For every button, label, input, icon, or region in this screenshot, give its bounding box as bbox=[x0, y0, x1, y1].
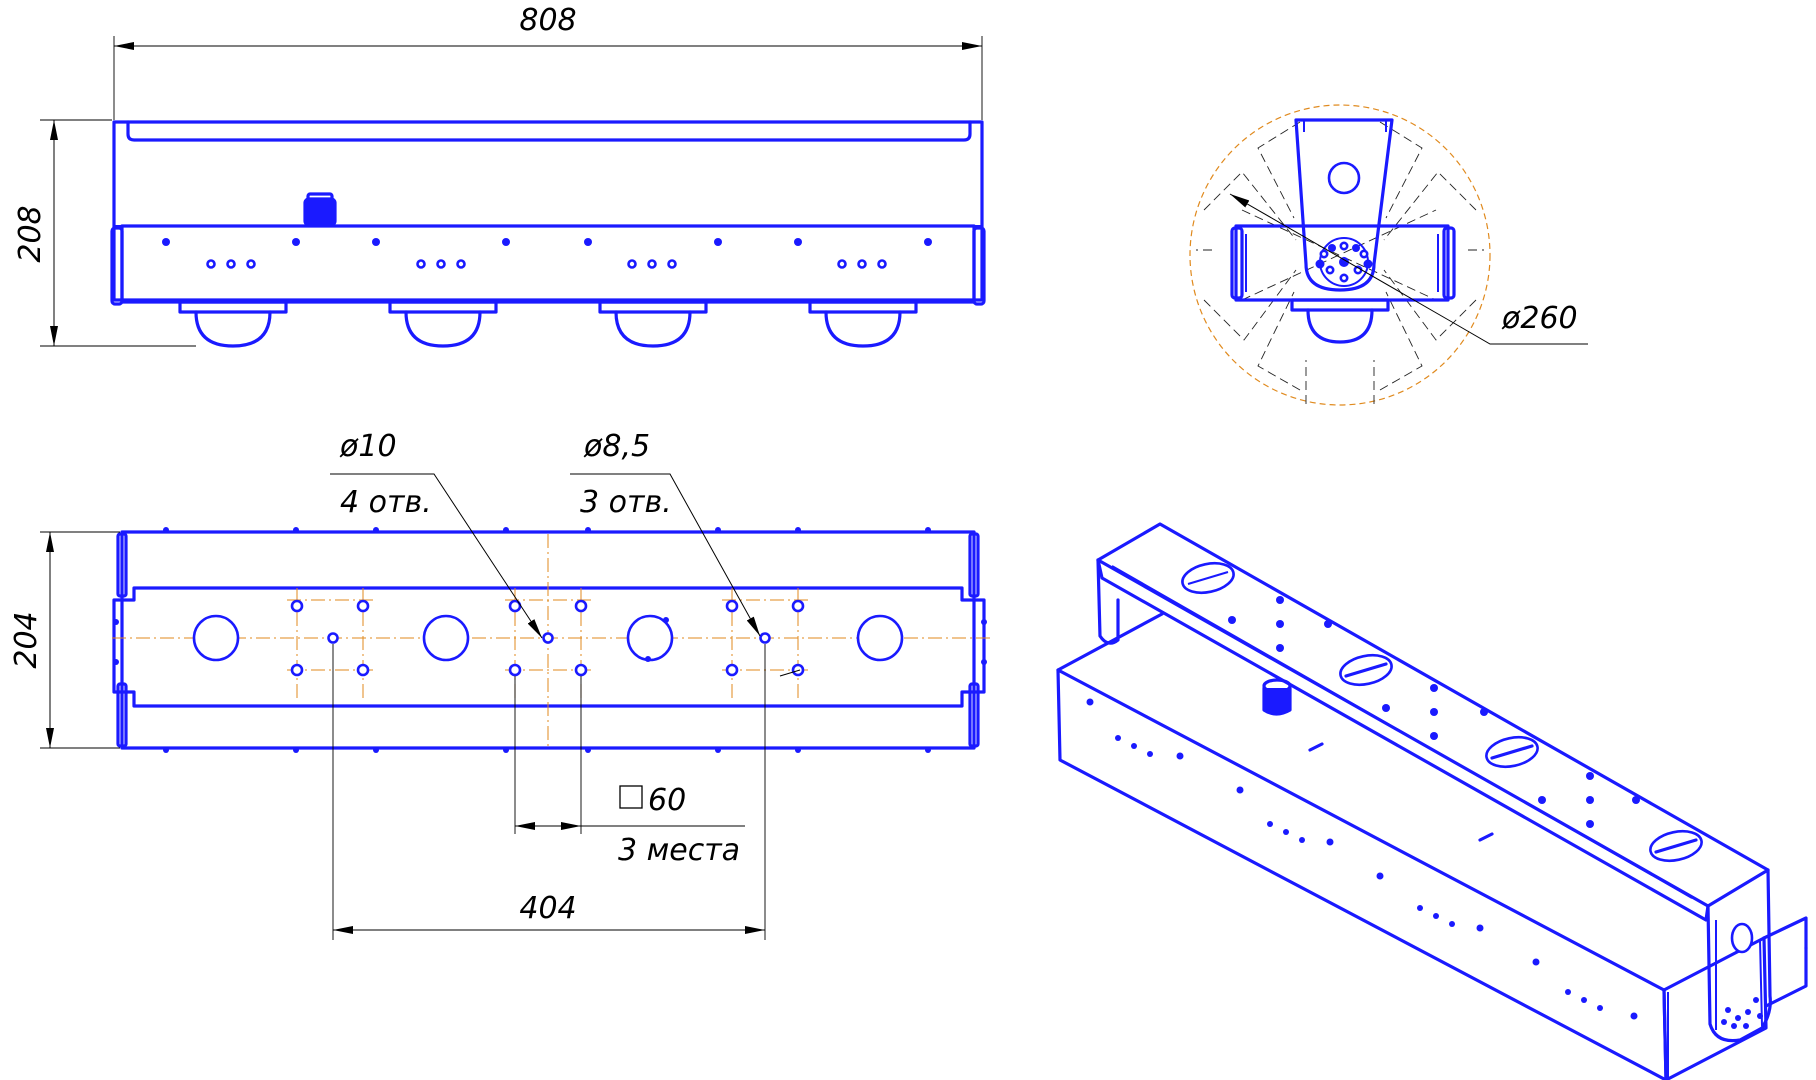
dimension-overall-length: 808 bbox=[113, 3, 983, 120]
lamp-module-1 bbox=[178, 300, 288, 348]
lamp-module-2 bbox=[388, 300, 498, 348]
dimension-label-204: 204 bbox=[9, 611, 44, 668]
side-view: ø260 bbox=[1189, 104, 1588, 406]
dimension-front-height: 208 bbox=[13, 119, 196, 347]
rotation-circle bbox=[1189, 104, 1491, 406]
callout-label-d10: ø10 bbox=[339, 429, 397, 464]
plan-small-holes bbox=[327, 632, 771, 644]
dimension-label-60: 60 bbox=[648, 783, 686, 818]
callout-label-3-holes: 3 отв. bbox=[580, 485, 672, 520]
iso-lamp-holes bbox=[1181, 561, 1703, 863]
front-view: 808 208 bbox=[13, 3, 986, 348]
plan-edge-marks bbox=[163, 527, 931, 753]
lamp-modules bbox=[178, 300, 918, 348]
lamp-module-3 bbox=[598, 300, 708, 348]
square-symbol bbox=[619, 785, 643, 809]
lamp-module-4 bbox=[808, 300, 918, 348]
dimension-label-d260: ø260 bbox=[1501, 301, 1578, 336]
callout-small-holes: ø8,5 3 отв. bbox=[570, 429, 801, 677]
dimension-label-3-places: 3 места bbox=[618, 833, 740, 868]
plan-square-patterns bbox=[290, 599, 805, 677]
dimension-hole-spacing: 404 bbox=[332, 644, 766, 940]
dimension-square-60: 60 3 места bbox=[514, 676, 745, 868]
dimension-label-208: 208 bbox=[13, 205, 48, 262]
callout-label-4-holes: 4 отв. bbox=[340, 485, 432, 520]
plan-large-holes bbox=[192, 614, 904, 662]
dimension-label-808: 808 bbox=[519, 3, 576, 38]
dimension-rotation-diameter: ø260 bbox=[1229, 193, 1588, 345]
plan-view: ø10 4 отв. ø8,5 3 отв. 60 3 места 404 bbox=[9, 429, 992, 940]
isometric-view bbox=[1056, 522, 1808, 1080]
cable-gland bbox=[303, 192, 337, 227]
iso-top-holes bbox=[1228, 596, 1640, 842]
callout-label-d8-5: ø8,5 bbox=[583, 429, 650, 464]
dimension-label-404: 404 bbox=[519, 891, 576, 926]
iso-cable-gland bbox=[1262, 678, 1292, 716]
callout-mount-holes: ø10 4 отв. bbox=[330, 429, 543, 639]
iso-side-holes bbox=[1086, 698, 1638, 1020]
front-rail-holes bbox=[162, 238, 932, 269]
dimension-plan-width: 204 bbox=[9, 531, 120, 749]
mounting-bracket bbox=[1294, 118, 1394, 292]
